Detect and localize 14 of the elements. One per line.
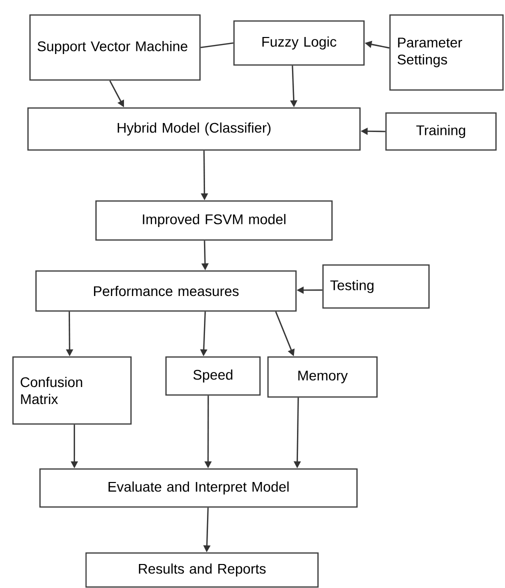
process-box: Support Vector Machine [29,14,201,81]
process-box: Fuzzy Logic [233,20,365,66]
process-box: Evaluate and Interpret Model [39,468,358,508]
process-box: Testing [322,264,430,309]
connector-line [200,42,234,48]
process-box: Hybrid Model (Classifier) [27,107,361,151]
process-box: Confusion Matrix [12,356,132,425]
process-box: Parameter Settings [389,14,504,91]
process-box: Speed [165,356,261,396]
process-box: Results and Reports [85,552,319,588]
process-box: Performance measures [35,270,297,312]
process-box: Memory [267,356,378,398]
process-box: Improved FSVM model [95,200,333,241]
process-box: Training [385,112,497,151]
